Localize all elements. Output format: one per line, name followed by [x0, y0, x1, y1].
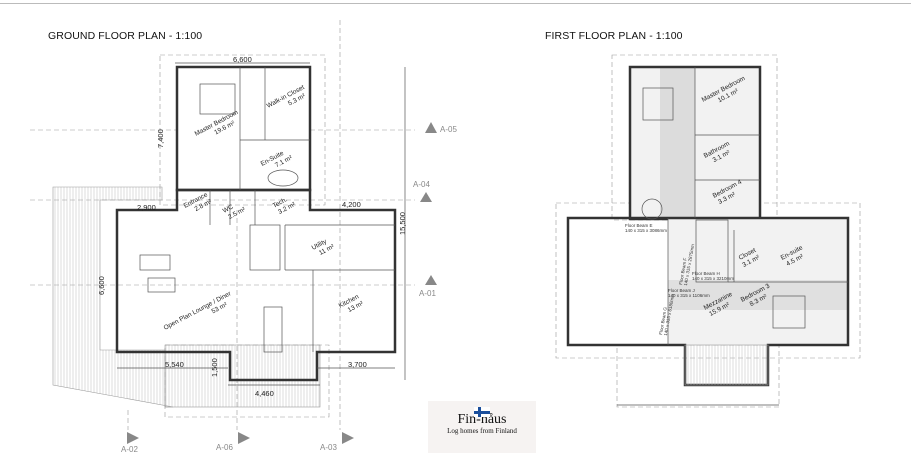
- stairs: [695, 219, 729, 283]
- first-floor-plan: Master Bedroom10.1 m² Bathroom3.1 m² Bed…: [555, 54, 861, 408]
- beam-size: 140 x 315 x 3086mm: [625, 228, 667, 233]
- dimension: 2,900: [137, 203, 156, 212]
- logo-name: Fin-håus: [457, 412, 507, 427]
- svg-text:Open Plan Lounge / Diner53 m²: Open Plan Lounge / Diner53 m²: [163, 290, 237, 339]
- section-marker-icon: [127, 432, 139, 444]
- top-divider: [0, 3, 911, 4]
- sofa: [139, 254, 171, 271]
- ground-floor-title: GROUND FLOOR PLAN - 1:100: [48, 30, 203, 42]
- section-marker-icon: [238, 432, 250, 444]
- section-label: A-02: [121, 445, 138, 454]
- section-label: A-05: [440, 125, 457, 134]
- beam-label: Floor Beam H: [692, 271, 720, 276]
- dimension: 4,200: [342, 200, 361, 209]
- front-deck: [164, 344, 321, 408]
- svg-text:Tech.3.2 m²: Tech.3.2 m²: [272, 194, 298, 217]
- section-label: A-06: [216, 443, 233, 452]
- section-label: A-04: [413, 180, 430, 189]
- left-deck: [52, 186, 174, 408]
- dimension: 15,500: [398, 212, 407, 235]
- dimension: 7,400: [156, 129, 165, 148]
- fin-haus-logo: Fin-håus Log homes from Finland: [428, 401, 536, 453]
- beam-size: 140 x 315 x 3210mm: [692, 276, 734, 281]
- section-label: A-01: [419, 289, 436, 298]
- room-label: Open Plan Lounge / Diner: [163, 290, 233, 332]
- first-floor-title: FIRST FLOOR PLAN - 1:100: [545, 30, 683, 42]
- bed: [642, 87, 674, 121]
- finnish-flag-icon: [474, 407, 490, 417]
- dimension: 6,600: [233, 55, 252, 64]
- ground-floor-plan: Master Bedroom19.6 m² Walk-in Closet5.3 …: [30, 20, 457, 454]
- svg-text:Entrance2.8 m²: Entrance2.8 m²: [183, 191, 214, 217]
- beam-label: Floor Beam F: [678, 257, 688, 285]
- beam-label: Floor Beam G: [658, 306, 668, 335]
- dining-table: [263, 306, 283, 353]
- bed: [772, 295, 806, 329]
- section-marker-icon: [425, 122, 437, 133]
- dimension: 5,540: [165, 360, 184, 369]
- beam-label: Floor Beam J: [668, 288, 695, 293]
- logo-tagline: Log homes from Finland: [447, 427, 517, 435]
- main-walls: [115, 188, 397, 382]
- coffee-table: [147, 277, 176, 293]
- room-label: WC: [222, 203, 235, 214]
- dimension: 1,500: [210, 358, 219, 377]
- section-marker-icon: [425, 275, 437, 285]
- section-marker-icon: [420, 192, 432, 202]
- svg-text:WC2.5 m²: WC2.5 m²: [222, 199, 248, 222]
- dimension: 3,700: [348, 360, 367, 369]
- stairs: [249, 224, 281, 271]
- beam-label: Floor Beam E: [625, 223, 653, 228]
- beam-size: 140 x 315 x 1106mm: [668, 293, 710, 298]
- dimension: 6,600: [97, 276, 106, 295]
- bed: [199, 83, 236, 115]
- svg-text:Utility11 m²: Utility11 m²: [311, 236, 337, 259]
- svg-text:Kitchen13 m²: Kitchen13 m²: [338, 293, 366, 317]
- bathtub: [267, 169, 299, 187]
- section-label: A-03: [320, 443, 337, 452]
- section-marker-icon: [342, 432, 354, 444]
- dimension: 4,460: [255, 389, 274, 398]
